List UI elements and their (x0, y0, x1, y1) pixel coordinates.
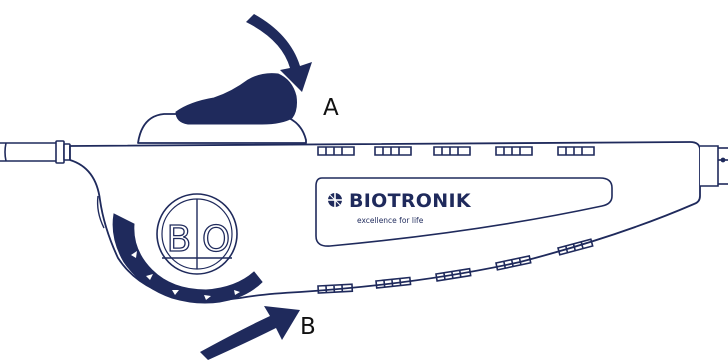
brand-tagline: excellence for life (357, 216, 424, 225)
biotronik-logo-icon (328, 193, 342, 207)
shaft-connector (56, 141, 70, 163)
rear-connector (700, 146, 728, 186)
brand-name: BIOTRONIK (349, 190, 472, 212)
knob-letter-left: B (167, 219, 192, 260)
deflection-lever-a[interactable] (176, 74, 297, 124)
catheter-shaft (0, 143, 58, 161)
knob-letter-right: O (202, 219, 230, 260)
callout-a-label: A (323, 95, 339, 121)
arrow-b-icon (200, 306, 300, 360)
callout-b-label: B (300, 314, 316, 340)
